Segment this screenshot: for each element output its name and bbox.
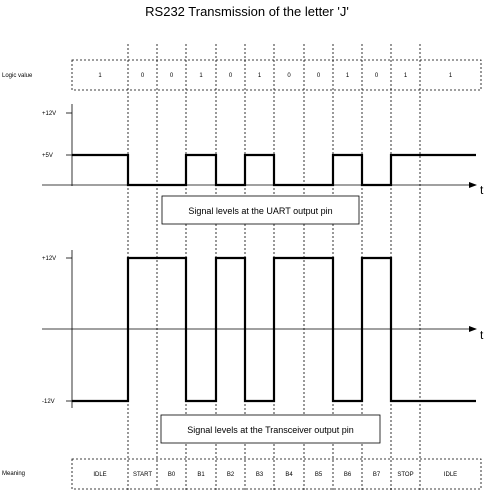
meaning-cell: B4: [285, 472, 293, 478]
uart-time-label: t: [480, 183, 484, 197]
uart-caption: Signal levels at the UART output pin: [188, 206, 332, 216]
meaning-cell: STOP: [397, 472, 413, 478]
transceiver-neg-label: -12V: [42, 399, 55, 405]
meaning-cell: B1: [197, 472, 205, 478]
uart-waveform: [72, 153, 476, 187]
meaning-cell: START: [133, 472, 152, 478]
meaning-cell: IDLE: [444, 472, 457, 478]
logic-value-cell: 0: [141, 73, 145, 79]
logic-value-cell: 0: [170, 73, 174, 79]
uart-caption-box: [161, 195, 360, 225]
logic-value-row-label: Logic value: [2, 73, 33, 79]
logic-value-cell: 1: [346, 73, 350, 79]
transceiver-waveform: [72, 256, 476, 403]
meaning-cell: B3: [256, 472, 264, 478]
logic-value-cells: 1 0 0 1 0 1 0 0 1 0 1 1: [98, 73, 453, 79]
logic-value-cell: 1: [258, 73, 262, 79]
meaning-cell: B5: [315, 472, 323, 478]
uart-12v-label: +12V: [42, 111, 56, 117]
logic-value-cell: 1: [404, 73, 408, 79]
meaning-box: [71, 458, 482, 490]
logic-value-cell: 1: [98, 73, 102, 79]
meaning-row-label: Meaning: [2, 471, 25, 477]
logic-value-box: [71, 59, 482, 91]
diagram-title: RS232 Transmission of the letter 'J': [145, 4, 349, 19]
transceiver-time-label: t: [480, 328, 484, 342]
meaning-cell: B6: [344, 472, 352, 478]
transceiver-caption-box: [160, 414, 381, 444]
transceiver-caption: Signal levels at the Transceiver output …: [187, 425, 354, 435]
logic-value-cell: 0: [229, 73, 233, 79]
logic-value-cell: 1: [199, 73, 203, 79]
transceiver-pos-label: +12V: [42, 256, 56, 262]
meaning-cell: B0: [168, 472, 176, 478]
meaning-cell: B2: [227, 472, 235, 478]
logic-value-cell: 0: [375, 73, 379, 79]
logic-value-cell: 0: [317, 73, 321, 79]
uart-5v-label: +5V: [42, 153, 53, 159]
logic-value-cell: 0: [287, 73, 291, 79]
meaning-cell: IDLE: [93, 472, 106, 478]
meaning-cells: IDLE START B0 B1 B2 B3 B4 B5 B6 B7 STOP IDLE: [93, 472, 457, 478]
meaning-cell: B7: [373, 472, 381, 478]
logic-value-cell: 1: [449, 73, 453, 79]
